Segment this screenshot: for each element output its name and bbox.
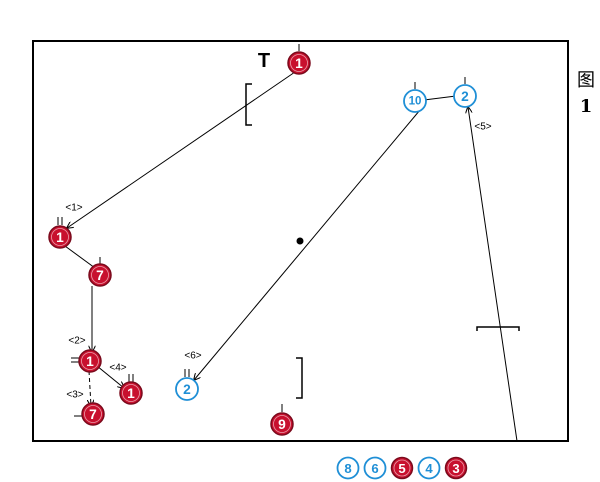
legend-stone-4: 4 — [417, 456, 441, 480]
path-10-2 — [423, 95, 457, 101]
stones-layer: 1 1 7 1 1 7 9 10 2 2 — [48, 51, 477, 436]
legend-stone-3-number: 3 — [452, 461, 459, 476]
path-4 — [96, 365, 124, 388]
stone-r1-left: 1 — [48, 225, 72, 249]
stone-r7-b-number: 7 — [89, 407, 97, 422]
stone-b10-number: 10 — [409, 96, 422, 108]
stone-r1-right-number: 1 — [127, 386, 135, 401]
path-tag-t3: <3> — [66, 390, 83, 401]
path-tag-t5: <5> — [474, 122, 491, 133]
bracket-right — [476, 326, 520, 331]
path-tag-t4: <4> — [109, 363, 126, 374]
stone-b2-low: 2 — [175, 377, 199, 401]
ball-marker — [296, 237, 304, 245]
stone-b10: 10 — [403, 89, 427, 113]
legend-stone-5: 5 — [390, 456, 414, 480]
stone-r7-a: 7 — [88, 263, 112, 287]
legend-stone-4-number: 4 — [425, 461, 433, 476]
stone-r1-right: 1 — [119, 381, 143, 405]
legend-stone-5-number: 5 — [398, 461, 405, 476]
figure-label-number: 1 — [579, 96, 593, 117]
stone-r9: 9 — [270, 412, 294, 436]
stone-b2-low-number: 2 — [183, 382, 191, 397]
legend: 8 6 5 4 3 — [336, 456, 468, 480]
figure-label-char: 图 — [577, 70, 595, 91]
stone-r1-top: 1 — [287, 51, 311, 75]
stone-r1-left-number: 1 — [56, 230, 64, 245]
stone-b2-top: 2 — [453, 84, 477, 108]
legend-stone-6-number: 6 — [371, 461, 378, 476]
wall-marks — [245, 83, 520, 399]
path-tag-t6: <6> — [184, 351, 201, 362]
stone-r1-mid-number: 1 — [86, 354, 94, 369]
diagram-frame — [32, 40, 569, 442]
legend-stone-8-number: 8 — [344, 461, 351, 476]
stone-r9-number: 9 — [278, 417, 286, 432]
path-1 — [67, 71, 296, 228]
path-6 — [194, 109, 421, 380]
path-7a — [64, 245, 96, 269]
bracket-left-top — [245, 83, 252, 126]
legend-stone-6: 6 — [363, 456, 387, 480]
stone-r7-b: 7 — [81, 402, 105, 426]
stone-b2-top-number: 2 — [461, 89, 469, 104]
tick-marks — [57, 44, 466, 417]
path-tag-t1: <1> — [65, 203, 82, 214]
legend-stone-3: 3 — [444, 456, 468, 480]
path-5 — [468, 107, 518, 442]
stone-r7-a-number: 7 — [96, 268, 104, 283]
tags-layer: <1> <2> <3> <4> <5> <6> — [65, 122, 491, 401]
figure-label: 图 1 — [574, 68, 598, 120]
top-marker: T — [258, 50, 270, 72]
bracket-right-low — [296, 357, 303, 399]
path-3 — [89, 370, 91, 406]
stone-r1-mid: 1 — [78, 349, 102, 373]
paths — [64, 71, 518, 442]
path-tag-t2: <2> — [68, 336, 85, 347]
stone-r1-top-number: 1 — [295, 56, 303, 71]
legend-stone-8: 8 — [336, 456, 360, 480]
